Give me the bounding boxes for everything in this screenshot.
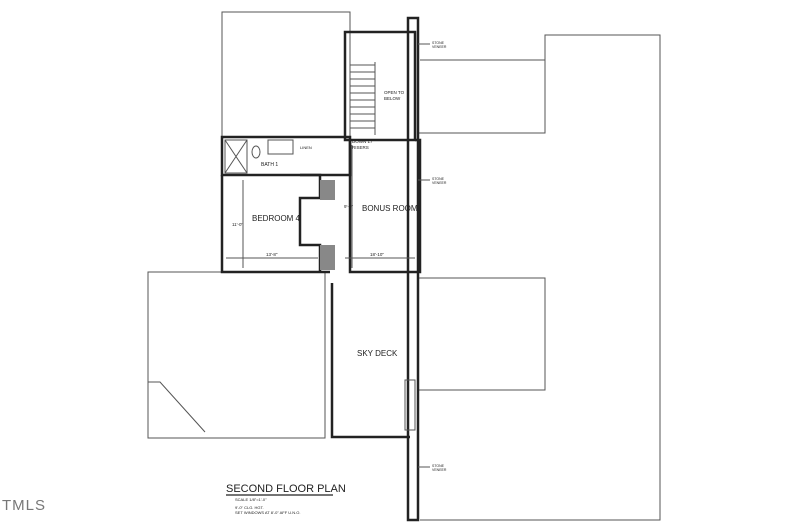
stair-well-walls [343, 30, 417, 142]
outline-notch [418, 60, 546, 134]
dim-bedroom-width: 13'-8" [266, 252, 278, 257]
svg-text:VENEER: VENEER [432, 45, 447, 49]
shower [224, 139, 248, 174]
garage-roof-outline [147, 271, 326, 439]
closet-shelving-2 [320, 245, 335, 270]
svg-text:VENEER: VENEER [432, 468, 447, 472]
vanity [267, 139, 294, 155]
toilet [251, 145, 261, 159]
stair-treads [350, 62, 376, 135]
stair-label-1: DOWN 17 [352, 139, 373, 144]
roof-hip-line [148, 381, 206, 433]
first-floor-outline-right [420, 34, 661, 521]
svg-text:STONE: STONE [432, 41, 445, 45]
room-label-bonus: BONUS ROOM [362, 204, 418, 213]
linen-label: LINEN [300, 145, 312, 150]
plan-scale: SCALE 1/8"=1'-0" [235, 497, 267, 502]
bedroom-walls [220, 175, 330, 274]
svg-text:VENEER: VENEER [432, 181, 447, 185]
plan-note-ceiling: 9'-0" CLG. HGT. [235, 505, 264, 510]
plan-title: SECOND FLOOR PLAN [226, 483, 346, 495]
bath-walls [220, 135, 352, 177]
open-to-below-1: OPEN TO [384, 90, 405, 95]
open-to-below-2: BELOW [384, 96, 401, 101]
dim-bedroom-depth: 11'-0" [232, 222, 244, 227]
closet-walls [298, 173, 322, 272]
deck-column [404, 379, 416, 431]
mls-watermark: TMLS [2, 497, 47, 514]
dim-bonus-width: 18'-10" [370, 252, 384, 257]
room-label-bath: BATH 1 [261, 162, 278, 168]
stone-veneer-callouts: STONE VENEER STONE VENEER STONE VENEER [418, 41, 447, 472]
room-label-deck: SKY DECK [357, 349, 398, 358]
stair-label-2: RISERS [352, 145, 369, 150]
first-floor-outline-left [221, 11, 351, 138]
closet-shelving [320, 180, 335, 200]
svg-text:STONE: STONE [432, 464, 445, 468]
room-label-bedroom: BEDROOM 4 [252, 214, 301, 223]
stone-veneer-wall [406, 16, 420, 522]
plan-note-windows: SET WINDOWS AT 8'-0" AFF U.N.O. [235, 510, 301, 515]
deck-walls [330, 283, 410, 439]
outline-bump [418, 277, 546, 391]
dim-bonus-depth: 9'-0" [344, 204, 353, 209]
svg-text:STONE: STONE [432, 177, 445, 181]
